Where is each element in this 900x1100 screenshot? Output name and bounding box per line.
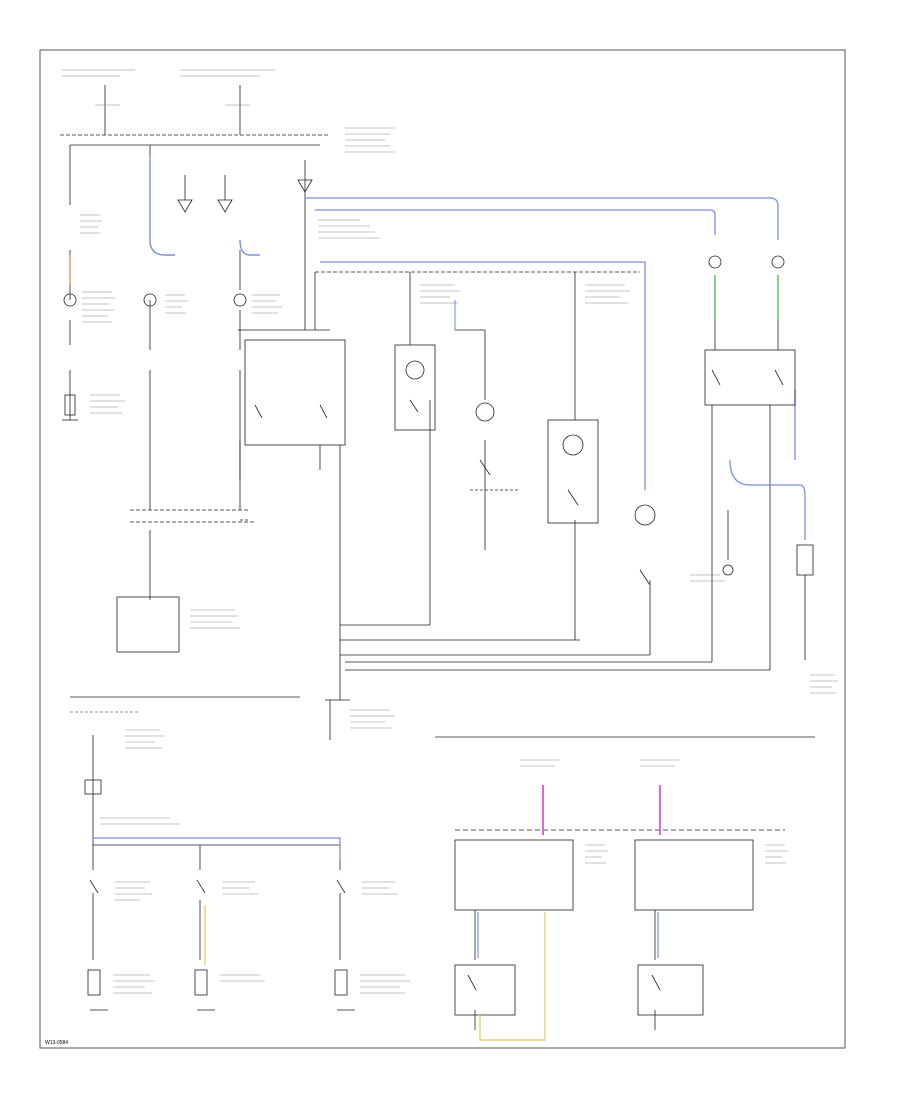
left-wiring [69, 145, 330, 600]
wire-blue-left-1 [149, 155, 175, 256]
wire-yellow-lower-right [479, 912, 546, 1041]
wire-blue-lower-bus [93, 837, 341, 860]
diagram-code: W13-0584 [45, 1040, 69, 1046]
wire-blue-right-loop [729, 459, 806, 540]
label-text-blocks [62, 69, 838, 994]
lower-right-wiring [454, 829, 785, 1030]
lamp-icon [63, 179, 313, 307]
wire-blue-top-run [315, 209, 716, 235]
wire-blue-right-top [305, 197, 779, 240]
wire-blue-left-2 [239, 239, 260, 256]
diagram-frame [39, 49, 846, 1049]
left-module-box [116, 596, 180, 653]
center-wiring [239, 271, 771, 740]
lower-left-wiring [84, 735, 355, 1011]
top-power-bus [60, 85, 330, 146]
wire-blue-center [320, 261, 646, 490]
switch-icon [254, 344, 656, 586]
ground-icon [62, 394, 78, 421]
right-wiring [704, 255, 814, 660]
